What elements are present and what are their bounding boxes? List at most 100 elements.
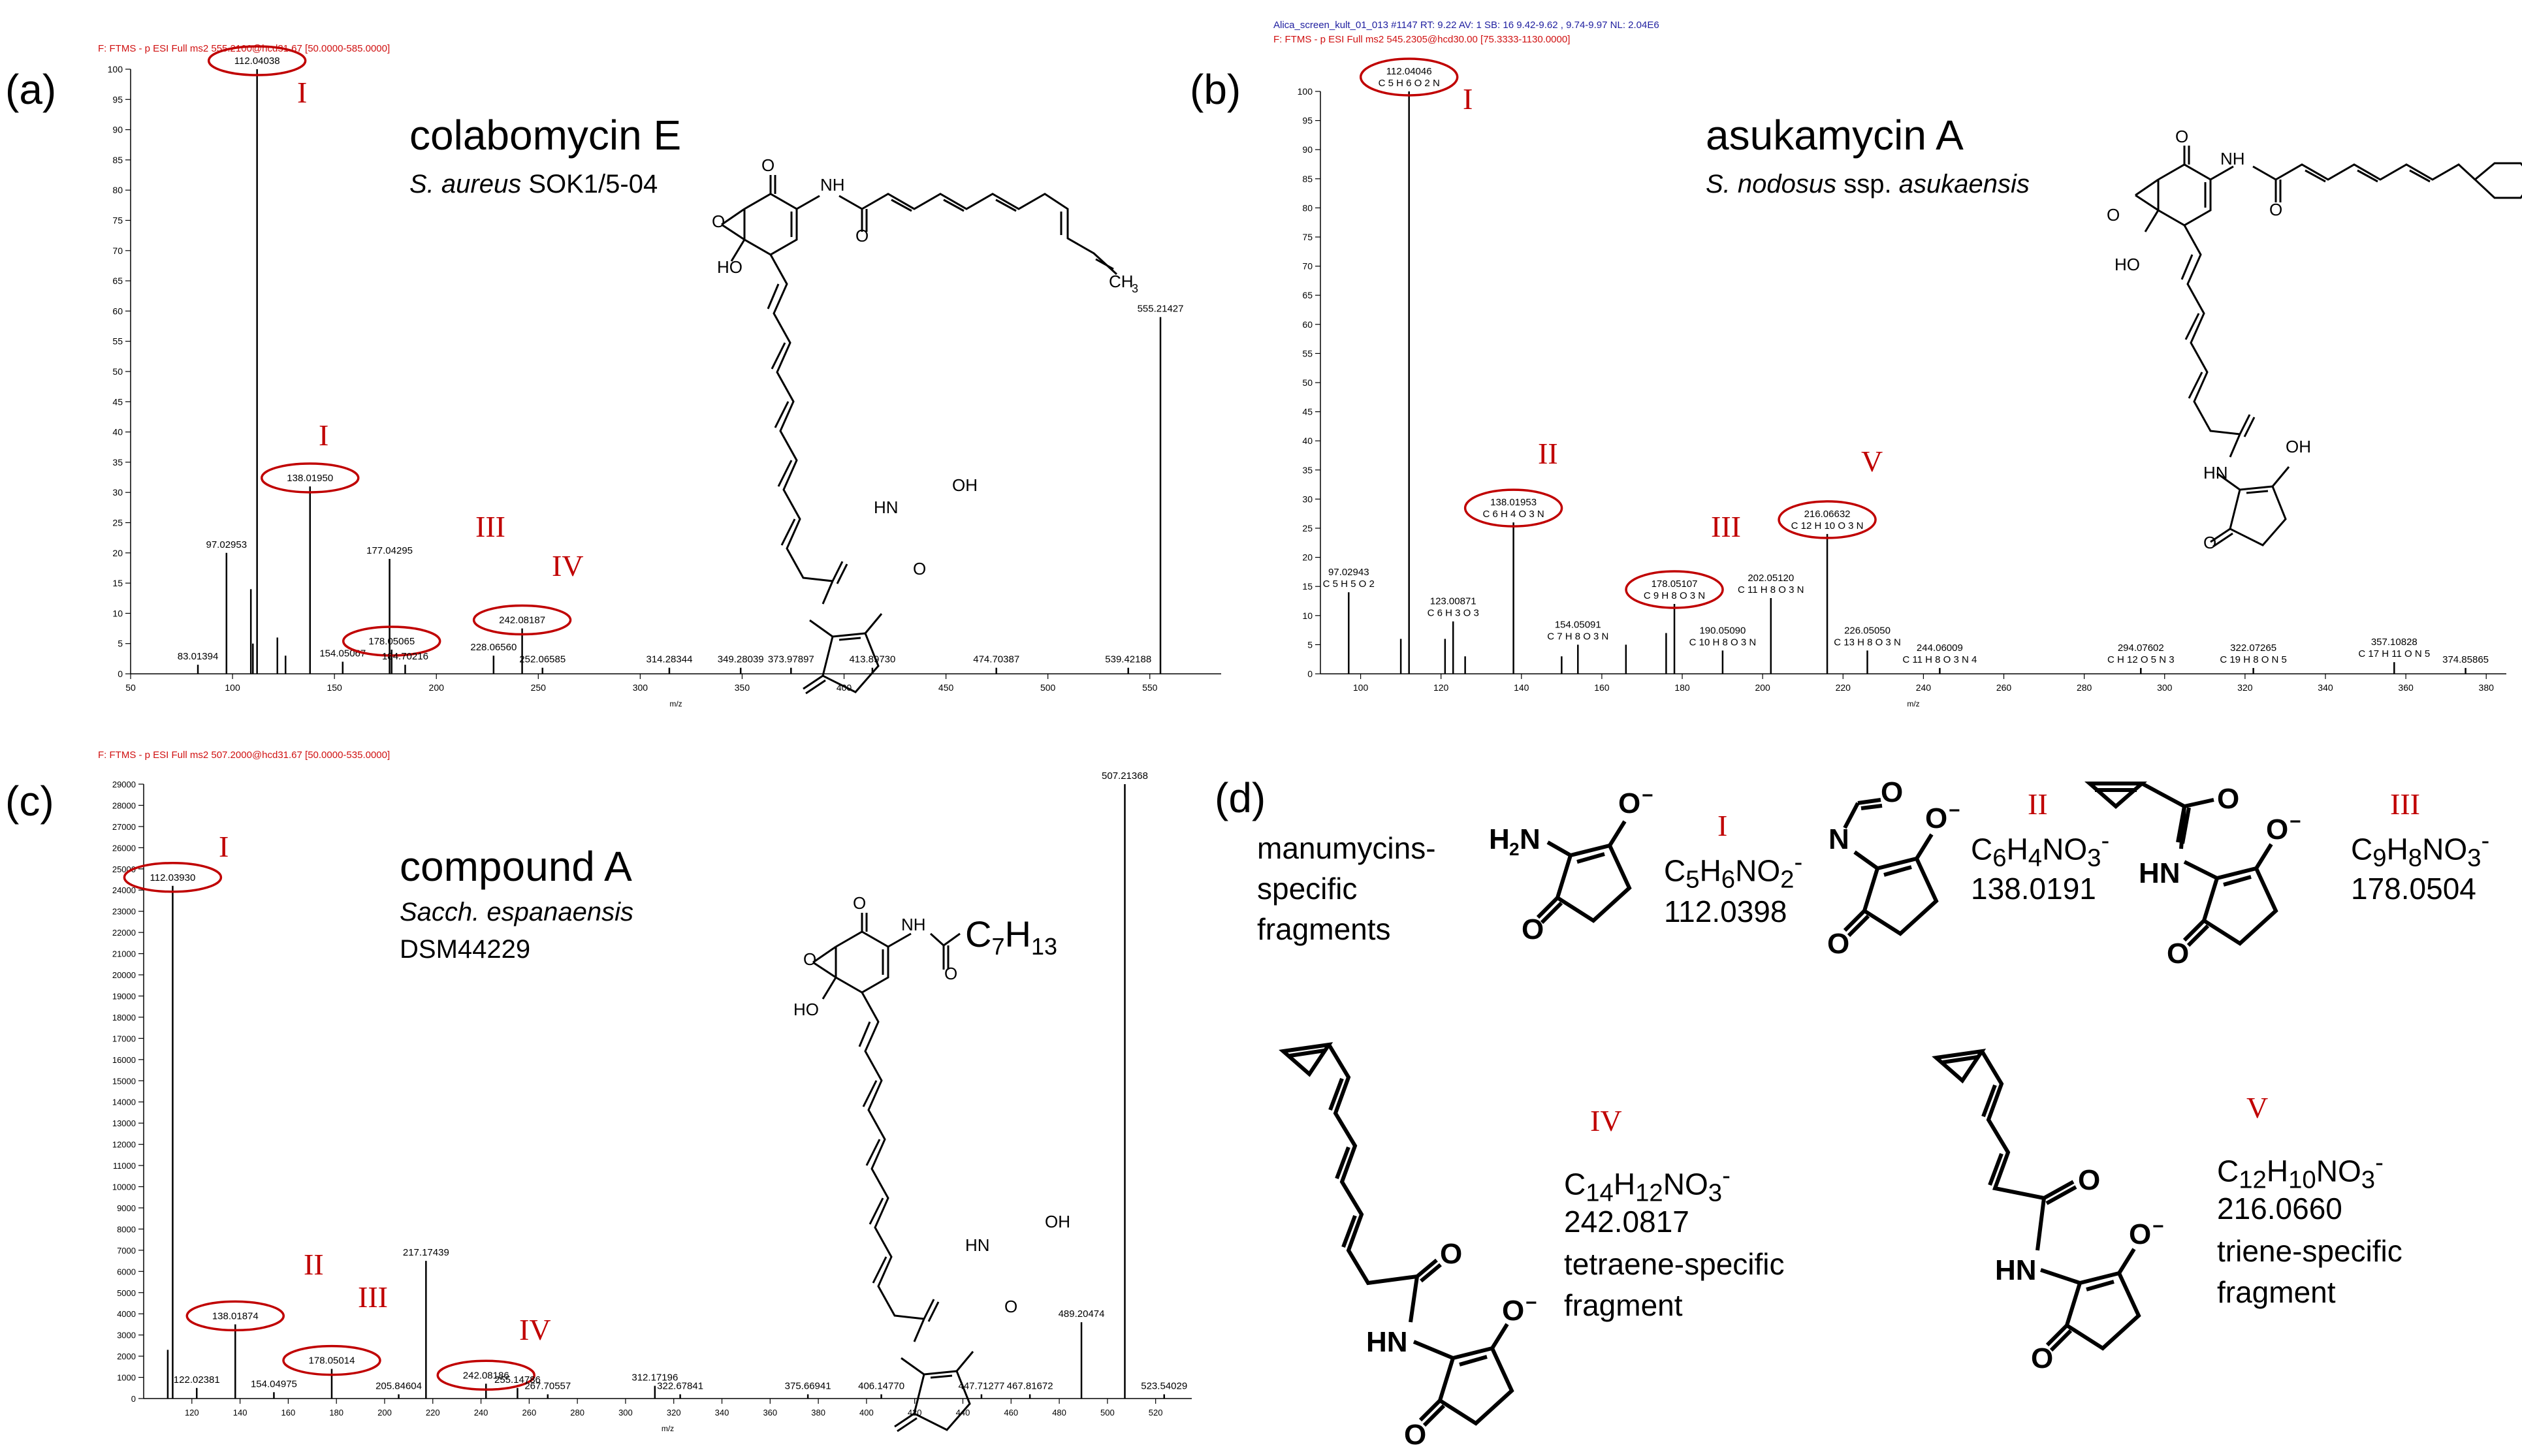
x-tick-label-b: 320	[2237, 682, 2253, 693]
organism-c-strain: DSM44229	[400, 935, 531, 964]
y-tick-label-c: 7000	[117, 1246, 136, 1256]
peak-circle-c	[282, 1344, 381, 1376]
y-tick-label-c: 13000	[112, 1118, 136, 1128]
svg-text:HN: HN	[2139, 857, 2180, 889]
peak-label-a: 555.21427	[1138, 304, 1184, 315]
peak-circle-b	[1778, 500, 1877, 539]
svg-text:O: O	[913, 559, 926, 578]
y-tick-label-b: 45	[1302, 407, 1313, 417]
peak-formula-b: C 7 H 8 O 3 N	[1547, 631, 1608, 642]
y-tick-label-c: 11000	[113, 1161, 136, 1171]
spectrum-b-roman-I: I	[1463, 82, 1473, 116]
y-tick-label-b: 0	[1307, 669, 1313, 679]
y-tick-label-a: 70	[112, 245, 123, 256]
y-tick-label-a: 75	[112, 215, 123, 226]
peak-formula-b: C H 12 O 5 N 3	[2107, 654, 2175, 665]
peak-label-c: 138.01874	[212, 1310, 259, 1321]
y-tick-label-c: 18000	[112, 1013, 136, 1022]
peak-label-a: 184.70216	[382, 651, 428, 662]
y-tick-label-b: 25	[1302, 523, 1313, 533]
svg-text:O: O	[1881, 776, 1903, 808]
y-tick-label-b: 70	[1302, 261, 1313, 272]
svg-text:OH: OH	[2286, 437, 2311, 456]
peak-formula-b: C 6 H 4 O 3 N	[1483, 509, 1544, 520]
x-tick-label-b: 280	[2077, 682, 2092, 693]
svg-text:O: O	[2078, 1164, 2100, 1196]
y-tick-label-a: 95	[112, 94, 123, 104]
peak-label-c: 406.14770	[858, 1381, 904, 1392]
peak-label-b: 202.05120	[1748, 573, 1794, 584]
y-tick-label-a: 30	[112, 487, 123, 498]
peak-label-b: 97.02943	[1328, 567, 1369, 578]
svg-text:3: 3	[1132, 282, 1138, 295]
x-tick-label-a: 550	[1142, 682, 1158, 693]
y-tick-label-c: 6000	[117, 1267, 136, 1276]
panel-c-header: F: FTMS - p ESI Full ms2 507.2000@hcd31.…	[98, 750, 391, 761]
structure-compound-a	[812, 913, 974, 1432]
x-tick-label-a: 100	[225, 682, 240, 693]
svg-text:O: O	[1925, 802, 1947, 834]
x-tick-label-c: 160	[281, 1408, 296, 1417]
structure-asukamycin-a	[2135, 146, 2522, 548]
y-tick-label-b: 50	[1302, 377, 1313, 388]
peak-label-b: 190.05090	[1699, 625, 1746, 636]
svg-text:O: O	[803, 949, 816, 969]
svg-text:O: O	[1502, 1295, 1524, 1327]
peak-label-a: 228.06560	[470, 642, 517, 653]
svg-text:HN: HN	[1366, 1326, 1408, 1358]
svg-text:O: O	[855, 226, 869, 245]
organism-c-species: Sacch. espanaensis	[400, 898, 634, 926]
svg-text:O: O	[853, 893, 866, 913]
peak-formula-b: C 10 H 8 O 3 N	[1689, 637, 1757, 648]
compound-name-b: asukamycin A	[1706, 112, 1964, 159]
y-tick-label-a: 45	[112, 396, 123, 407]
peak-label-a: 373.97897	[768, 654, 814, 665]
peak-circle-a	[472, 604, 572, 636]
spectrum-b-roman-III: III	[1711, 510, 1741, 543]
svg-text:−: −	[2290, 811, 2301, 832]
y-tick-label-a: 50	[112, 366, 123, 377]
svg-text:CH: CH	[1109, 272, 1134, 291]
svg-text:O: O	[2203, 533, 2216, 552]
peak-label-a: 474.70387	[973, 654, 1019, 665]
y-tick-label-a: 25	[112, 518, 123, 528]
panel-b-header-2: F: FTMS - p ESI Full ms2 545.2305@hcd30.…	[1273, 34, 1571, 45]
x-axis-label-a: m/z	[669, 699, 682, 708]
svg-text:−: −	[1949, 800, 1960, 821]
peak-label-c: 507.21368	[1102, 770, 1148, 782]
y-tick-label-c: 4000	[117, 1309, 136, 1319]
svg-text:NH: NH	[2220, 149, 2245, 168]
y-tick-label-c: 9000	[117, 1203, 136, 1213]
svg-text:O: O	[712, 212, 725, 231]
y-tick-label-a: 35	[112, 457, 123, 467]
x-tick-label-c: 340	[715, 1408, 729, 1417]
y-tick-label-c: 14000	[112, 1098, 136, 1107]
x-tick-label-c: 280	[570, 1408, 584, 1417]
structure-colabomycin-e-labels: O NH O O HO CH 3 OH HN O	[712, 155, 1138, 578]
organism-b-ssp: ssp.	[1836, 170, 1899, 198]
peak-label-b: 138.01953	[1490, 497, 1537, 508]
fragment-V-note-2: fragment	[2217, 1275, 2336, 1309]
x-tick-label-b: 200	[1755, 682, 1770, 693]
peak-label-c: 242.08186	[463, 1370, 509, 1381]
peak-circle-c	[436, 1359, 535, 1391]
y-tick-label-c: 0	[131, 1394, 136, 1404]
peak-formula-b: C 5 H 6 O 2 N	[1379, 78, 1440, 89]
y-tick-label-c: 15000	[112, 1076, 136, 1086]
peak-label-c: 112.03930	[150, 872, 196, 883]
fragments-intro: manumycins- specific fragments	[1257, 828, 1436, 949]
x-tick-label-a: 150	[327, 682, 342, 693]
peak-label-b: 374.85865	[2442, 654, 2489, 665]
peak-label-a: 314.28344	[646, 654, 693, 665]
y-tick-label-a: 60	[112, 306, 123, 316]
organism-a: S. aureus SOK1/5-04	[409, 170, 658, 199]
x-tick-label-a: 450	[938, 682, 954, 693]
y-tick-label-c: 5000	[117, 1288, 136, 1298]
y-tick-label-c: 28000	[112, 800, 136, 810]
organism-b-species: S. nodosus	[1706, 170, 1837, 198]
peak-label-c: 205.84604	[375, 1381, 422, 1392]
x-tick-label-c: 320	[667, 1408, 681, 1417]
panel-b-label: (b)	[1190, 66, 1241, 113]
svg-text:O: O	[2167, 938, 2189, 970]
